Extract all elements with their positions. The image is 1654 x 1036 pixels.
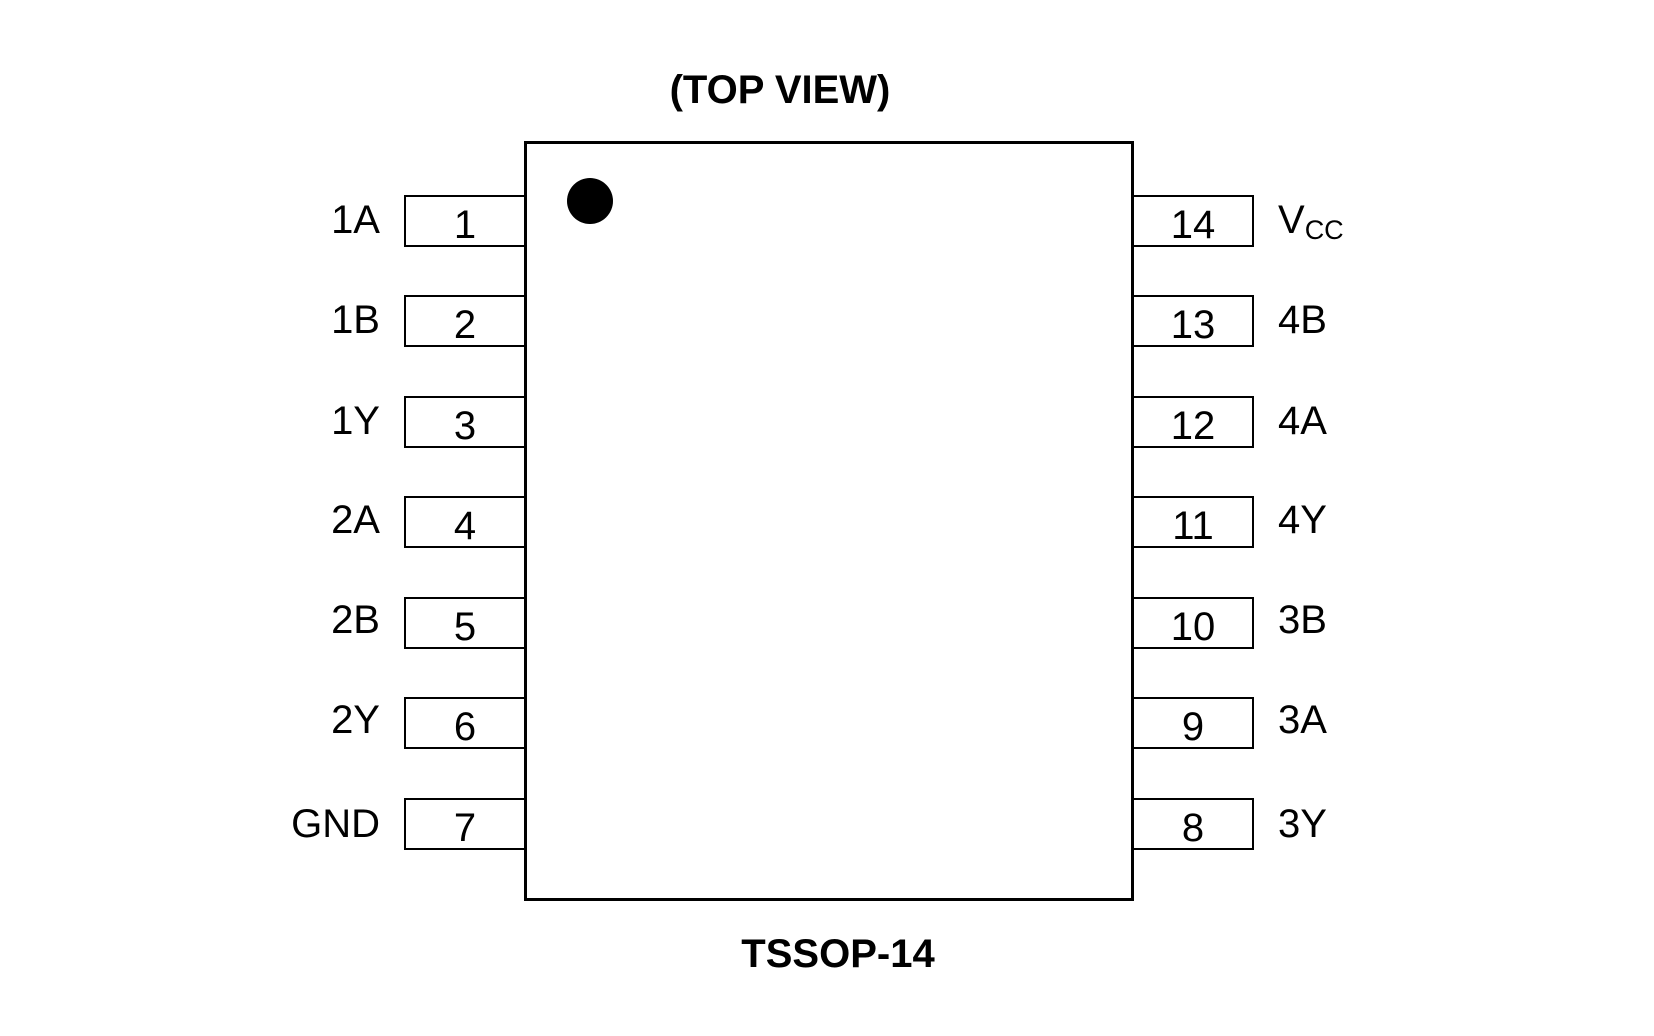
- ic-package-body: [524, 141, 1134, 901]
- pin-5: 5: [404, 597, 524, 649]
- pin-10: 10: [1134, 597, 1254, 649]
- pin-label-2y: 2Y: [331, 698, 380, 742]
- pin-14: 14: [1134, 195, 1254, 247]
- pin-label-3b: 3B: [1278, 598, 1327, 642]
- pin-label-4a: 4A: [1278, 399, 1327, 443]
- pin-8: 8: [1134, 798, 1254, 850]
- pin-label-2b: 2B: [331, 598, 380, 642]
- pin-2: 2: [404, 295, 524, 347]
- package-name: TSSOP-14: [741, 932, 935, 976]
- pin-11: 11: [1134, 496, 1254, 548]
- pin-3: 3: [404, 396, 524, 448]
- pin-6: 6: [404, 697, 524, 749]
- pin-7: 7: [404, 798, 524, 850]
- pin-label-gnd: GND: [291, 802, 380, 846]
- pin-label-4y: 4Y: [1278, 498, 1327, 542]
- diagram-title: (TOP VIEW): [669, 68, 891, 112]
- pin1-indicator-dot: [567, 178, 613, 224]
- pin-label-1a: 1A: [331, 198, 380, 242]
- pin-12: 12: [1134, 396, 1254, 448]
- pin-9: 9: [1134, 697, 1254, 749]
- pin-label-4b: 4B: [1278, 298, 1327, 342]
- pin-label-3a: 3A: [1278, 698, 1327, 742]
- pin-label-3y: 3Y: [1278, 802, 1327, 846]
- pin-label-vcc: VCC: [1278, 196, 1344, 254]
- pin-label-1b: 1B: [331, 298, 380, 342]
- pin-label-2a: 2A: [331, 498, 380, 542]
- pin-label-vcc-main: V: [1278, 198, 1305, 242]
- pin-4: 4: [404, 496, 524, 548]
- pin-label-vcc-subscript: CC: [1304, 215, 1344, 245]
- pin-13: 13: [1134, 295, 1254, 347]
- pin-1: 1: [404, 195, 524, 247]
- pin-label-1y: 1Y: [331, 399, 380, 443]
